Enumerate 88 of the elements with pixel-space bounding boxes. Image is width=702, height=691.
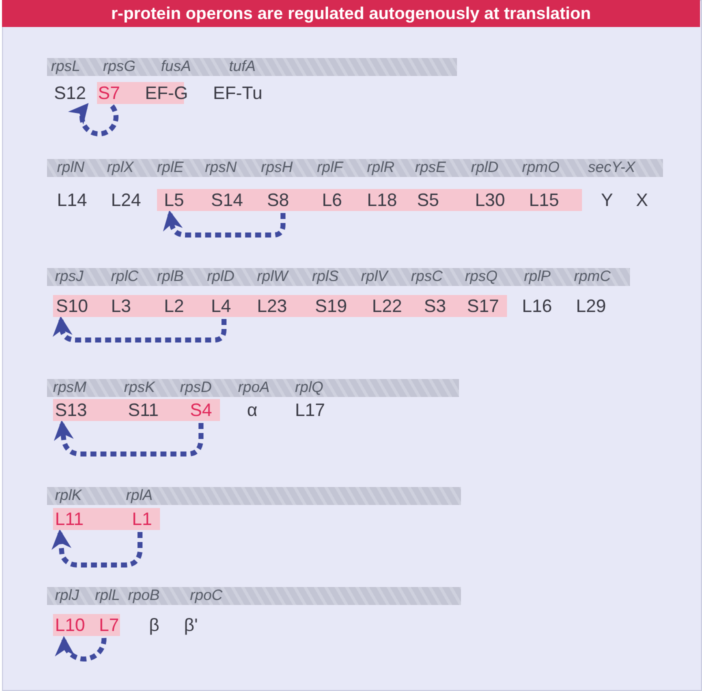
protein-label: L4 [211,295,232,317]
gene-name: rpmO [522,158,560,177]
dashed-arrow [54,420,204,456]
gene-name: rplR [367,158,395,177]
protein-label: S17 [467,295,500,317]
gene-name: rpsC [411,267,443,286]
protein-label: L6 [322,189,342,211]
protein-label: L7 [99,614,120,636]
dashed-arrow [52,316,226,342]
protein-label: S19 [315,295,348,317]
gene-name: rplD [207,267,235,286]
protein-label: Y [601,189,614,211]
protein-label: L22 [372,295,402,317]
gene-name: rpoC [190,586,223,605]
dashed-arrow [52,529,142,568]
protein-label: EF-Tu [213,82,262,104]
protein-label: L18 [367,189,398,211]
gene-name: rpsM [53,378,86,397]
protein-label: S5 [417,189,440,211]
gene-name: rplE [157,158,184,177]
protein-label: X [636,189,648,211]
gene-name: rplL [95,586,120,605]
gene-name: rplW [257,267,288,286]
protein-label: L5 [164,189,184,211]
protein-label: S7 [98,82,120,104]
protein-label: S10 [56,295,88,317]
protein-label: L10 [55,614,86,636]
gene-name: rpsL [51,57,80,76]
protein-label: S3 [424,295,446,317]
dashed-arrow [68,102,118,136]
gene-name: rpsQ [465,267,498,286]
protein-label: L1 [132,508,152,530]
protein-label: L29 [576,295,606,317]
protein-label: L14 [57,189,88,211]
gene-name: fusA [161,57,192,76]
protein-label: β [149,614,160,636]
gene-name: rpsK [124,378,155,397]
gene-name: rplC [111,267,139,286]
title-banner: r-protein operons are regulated autogenously at translation [2,0,700,27]
protein-label: S13 [55,399,88,421]
protein-label: S14 [211,189,244,211]
gene-name: rplB [157,267,184,286]
gene-name: rplS [312,267,339,286]
gene-name: secY-X [588,158,636,177]
dashed-arrow [56,636,106,662]
protein-label: L2 [164,295,184,317]
gene-name: rplN [57,158,85,177]
gene-bar [47,159,663,177]
protein-label: L23 [257,295,288,317]
gene-name: rpsH [261,158,293,177]
protein-label: L30 [475,189,506,211]
protein-label: S11 [128,399,159,421]
gene-name: rpoB [128,586,160,605]
gene-name: rpsJ [55,267,84,286]
protein-label: L11 [55,508,84,530]
gene-name: rpoA [238,378,270,397]
gene-name: rplA [126,486,153,505]
gene-bar [47,58,457,76]
gene-name: rplQ [295,378,324,397]
protein-label: L16 [522,295,552,317]
gene-name: rpsN [205,158,237,177]
gene-name: rplV [361,267,388,286]
protein-label: S8 [267,189,290,211]
protein-label: EF-G [145,82,188,104]
gene-bar [47,587,461,605]
protein-label: L15 [529,189,560,211]
gene-name: rplP [524,267,551,286]
dashed-arrow [163,210,286,238]
gene-name: rplD [471,158,499,177]
gene-name: rpsD [180,378,212,397]
protein-label: L3 [111,295,132,317]
protein-label: α [247,399,258,421]
gene-name: rpmC [574,267,611,286]
protein-label: β' [184,614,198,636]
gene-name: rpsE [415,158,446,177]
protein-label: S12 [54,82,86,104]
gene-bar [47,379,459,397]
protein-label: S4 [190,399,212,421]
protein-label: L17 [295,399,326,421]
gene-name: rplF [317,158,343,177]
protein-label: L24 [111,189,142,211]
gene-bar [47,268,630,286]
gene-name: rplK [55,486,82,505]
gene-name: rplJ [55,586,80,605]
gene-name: tufA [229,57,256,76]
gene-bar [47,487,461,505]
gene-name: rplX [107,158,134,177]
gene-name: rpsG [103,57,136,76]
